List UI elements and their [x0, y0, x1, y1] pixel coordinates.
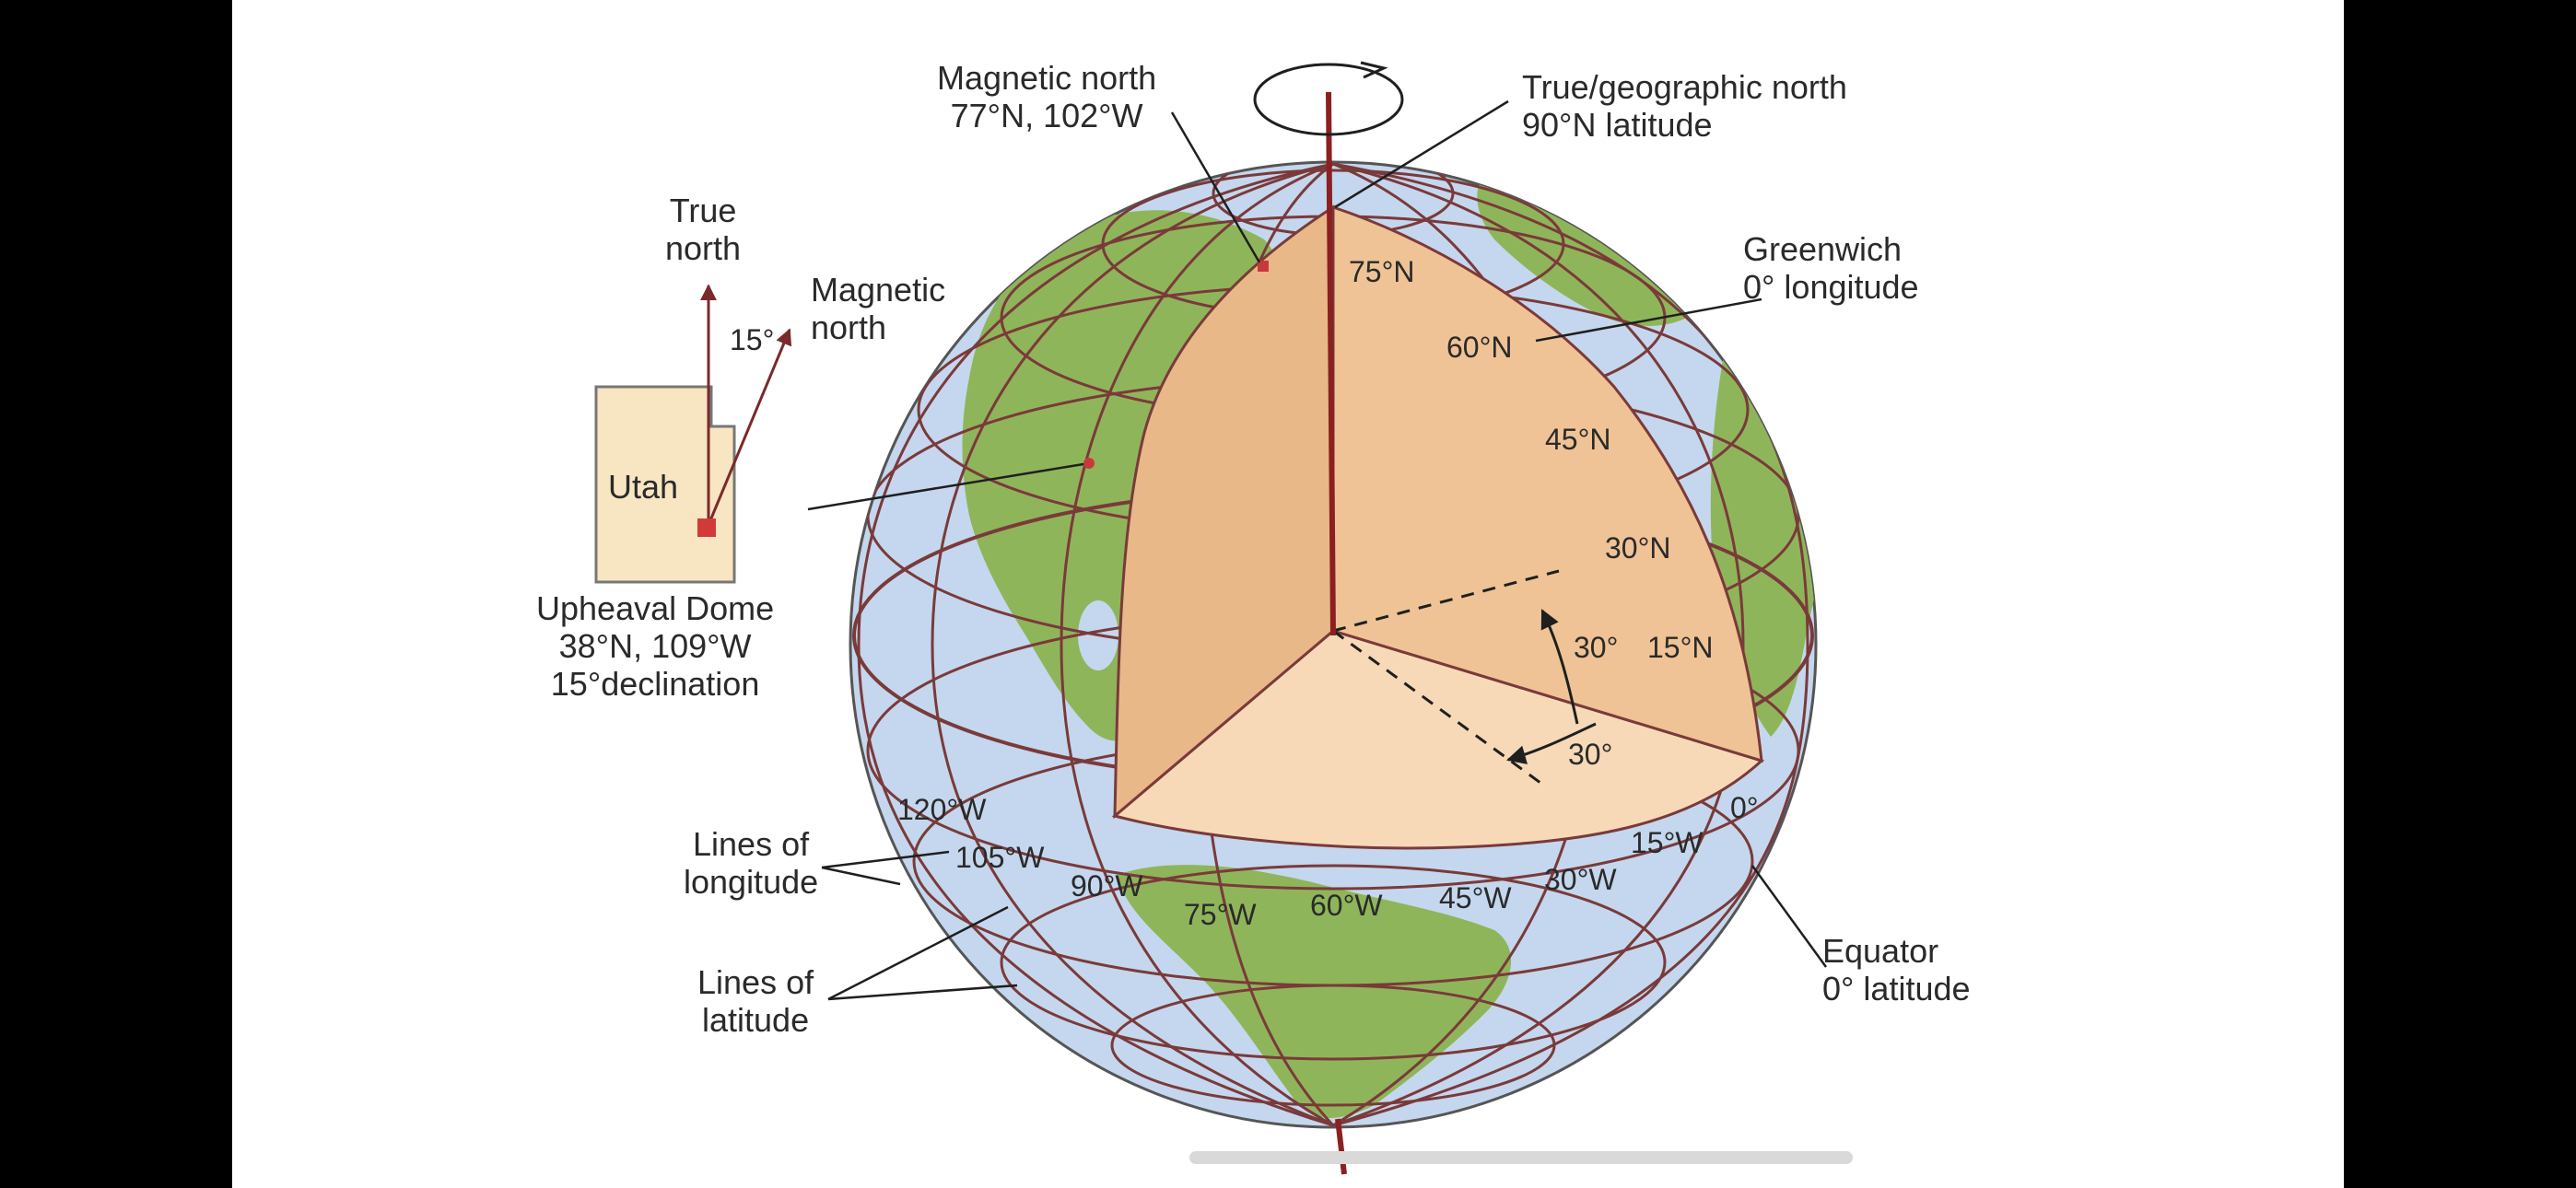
- earth-axis-bottom: [1335, 1118, 1347, 1175]
- magnetic-north-label: Magnetic north 77°N, 102°W: [937, 59, 1157, 134]
- equator-label: Equator 0° latitude: [1822, 932, 1971, 1007]
- cutaway-wedge: [1111, 204, 1764, 850]
- inset-angle-label: 15°: [730, 323, 775, 356]
- lon-15w: 15°W: [1631, 826, 1704, 859]
- home-indicator: [1189, 1151, 1853, 1164]
- angle-label-vertical: 30°: [1574, 631, 1619, 664]
- magnetic-north-arrow: [707, 328, 792, 526]
- leader-lines: [807, 99, 1828, 1001]
- true-north-label: True/geographic north 90°N latitude: [1522, 68, 1847, 144]
- lat-75n: 75°N: [1349, 255, 1415, 288]
- inset-true-north-label: True north: [665, 192, 742, 267]
- lon-75w: 75°W: [1184, 898, 1257, 931]
- angle-label-horizontal: 30°: [1568, 738, 1613, 771]
- diagram-canvas: Magnetic north 77°N, 102°W True/geograph…: [232, 0, 2344, 1188]
- upheaval-dome-marker: [697, 518, 716, 537]
- lon-120w: 120°W: [897, 793, 987, 826]
- utah-inset: [594, 284, 792, 584]
- lon-60w: 60°W: [1310, 889, 1383, 922]
- dome-globe-marker: [1083, 458, 1095, 469]
- lat-30n: 30°N: [1605, 531, 1671, 565]
- lines-of-longitude-label: Lines of longitude: [684, 825, 819, 901]
- upheaval-dome-label: Upheaval Dome 38°N, 109°W 15°declination: [536, 589, 775, 703]
- angle-arc-latitude: [1540, 609, 1579, 725]
- magnetic-north-marker: [1258, 261, 1269, 272]
- cutaway-floor: [1111, 629, 1764, 850]
- globe-diagram: [594, 61, 1828, 1175]
- lat-15n: 15°N: [1647, 631, 1714, 664]
- lon-90w: 90°W: [1071, 869, 1143, 903]
- rotation-arrowhead: [1360, 61, 1388, 79]
- south-america-land: [1117, 865, 1512, 1118]
- earth-axis: [1326, 91, 1336, 636]
- lat-45n: 45°N: [1545, 423, 1611, 456]
- lon-0: 0°: [1730, 791, 1759, 824]
- angle-arc-longitude: [1505, 722, 1597, 764]
- utah-label: Utah: [608, 468, 679, 506]
- greenwich-label: Greenwich 0° longitude: [1743, 230, 1919, 306]
- rotation-arrow: [1253, 63, 1404, 136]
- radius-to-30N: [1332, 569, 1560, 633]
- lon-45w: 45°W: [1439, 881, 1512, 914]
- lon-105w: 105°W: [955, 841, 1045, 874]
- cutaway-right-face: [1331, 204, 1763, 763]
- lines-of-latitude-label: Lines of latitude: [697, 963, 814, 1039]
- lon-30w: 30°W: [1544, 863, 1617, 896]
- inset-magnetic-north-label: Magnetic north: [811, 271, 946, 346]
- cutaway-left-face: [1113, 204, 1335, 820]
- lat-60n: 60°N: [1446, 331, 1513, 364]
